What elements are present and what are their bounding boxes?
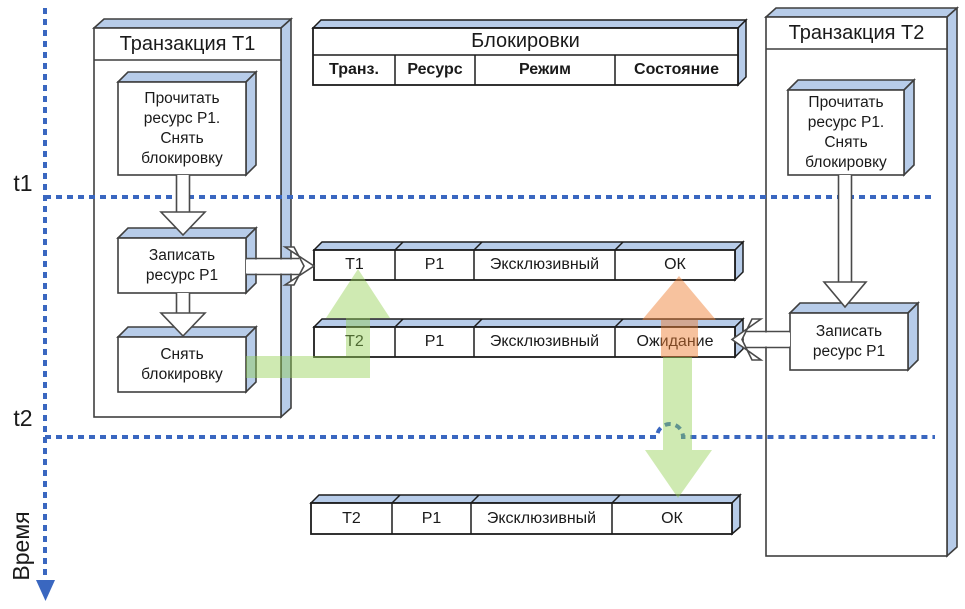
arrow-t1-write-to-lock-row [246, 246, 316, 286]
t1-step3-label: Снять блокировку [118, 337, 246, 392]
t1-step1-line: ресурс P1. [143, 109, 221, 127]
t1-step3-line: блокировку [141, 365, 223, 383]
arrow-t2-write-to-lock-row [730, 318, 790, 361]
t2-step2-line: Записать [815, 322, 883, 340]
time-axis [36, 8, 55, 601]
t2-step1-box [786, 78, 916, 177]
locks-table-title: Блокировки [471, 30, 580, 52]
t2-step1-line: Снять [824, 133, 868, 151]
t1-panel-title: Транзакция T1 [119, 32, 256, 55]
t2-step2-line: ресурс P1 [812, 342, 886, 360]
lock-row2-resource: P1 [424, 333, 445, 350]
lock-row-2 [312, 317, 745, 359]
lock-row1-state: ОК [664, 256, 686, 273]
t1-step3-box [116, 325, 258, 394]
t2-step1-line: ресурс P1. [807, 113, 885, 131]
lock-row-3 [309, 493, 742, 536]
lock-row3-mode: Эксклюзивный [486, 509, 597, 527]
arrow-t1-step2-to-step3 [159, 293, 207, 338]
locks-col-resource: Ресурс [407, 61, 463, 78]
arrow-t1-step1-to-step2 [159, 175, 207, 237]
lock-row2-mode: Эксклюзивный [489, 333, 600, 350]
t1-step1-line: блокировку [141, 149, 223, 167]
t2-step1-line: блокировку [805, 153, 887, 171]
locks-table-header [311, 18, 748, 87]
lock-row3-resource: P1 [421, 509, 442, 527]
t1-step1-line: Снять [160, 129, 204, 147]
locks-col-tx: Транз. [329, 61, 379, 78]
t1-step1-line: Прочитать [144, 89, 220, 107]
t1-step2-line: ресурс P1 [145, 266, 219, 284]
time-axis-arrowhead [36, 580, 55, 601]
t1-step2-box [116, 226, 258, 295]
t1-step1-label: Прочитать ресурс P1. Снять блокировку [118, 82, 246, 175]
lock-row3-state: ОК [661, 509, 683, 527]
locks-col-mode: Режим [519, 61, 571, 78]
arrow-t2-step1-to-step2 [822, 175, 868, 309]
t2-step2-label: Записать ресурс P1 [790, 313, 908, 370]
locks-col-state: Состояние [634, 61, 719, 78]
lock-row2-tx: T2 [345, 333, 364, 350]
time-t2-label: t2 [13, 404, 33, 431]
time-t1-label: t1 [13, 169, 33, 196]
lock-row-1 [312, 240, 745, 282]
t2-step1-label: Прочитать ресурс P1. Снять блокировку [788, 90, 904, 175]
t2-time-line [45, 422, 935, 439]
t2-panel-title: Транзакция T2 [788, 21, 925, 44]
lock-row1-resource: P1 [424, 256, 445, 273]
t2-step1-line: Прочитать [808, 93, 884, 111]
lock-row2-state: Ожидание [636, 333, 714, 350]
lock-row1-tx: T1 [345, 256, 364, 273]
lock-row3-tx: T2 [342, 509, 361, 527]
t1-step2-label: Записать ресурс P1 [118, 238, 246, 293]
lock-row1-mode: Эксклюзивный [489, 256, 600, 273]
t1-step3-line: Снять [160, 345, 204, 363]
time-axis-label: Время [7, 511, 34, 581]
t1-step2-line: Записать [148, 246, 216, 264]
